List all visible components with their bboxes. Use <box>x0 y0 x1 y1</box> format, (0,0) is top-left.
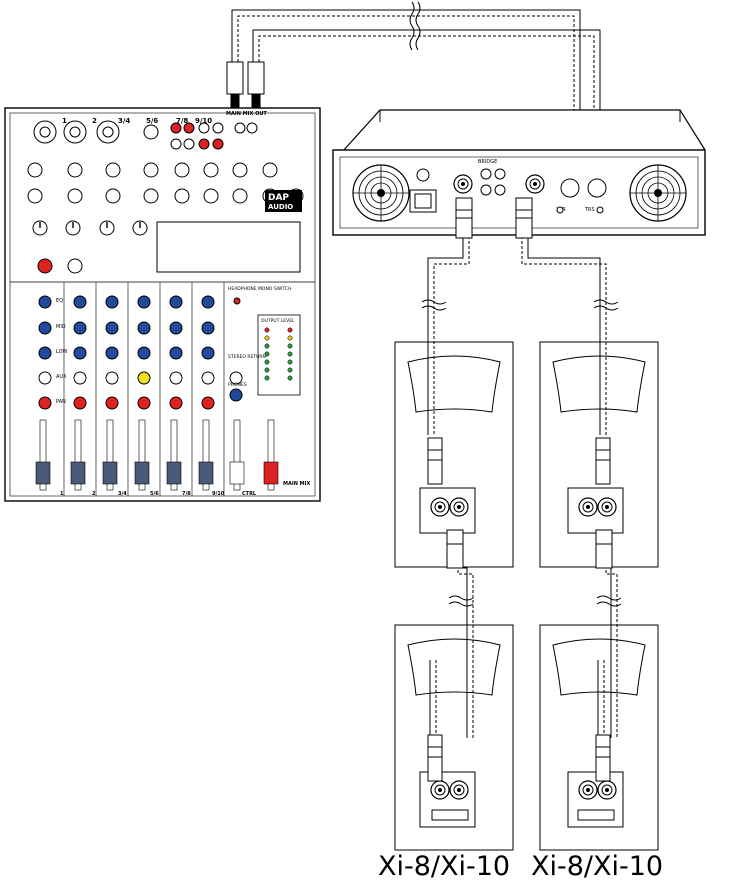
bridge-label: BRIDGE <box>478 159 497 165</box>
speaker-top-left <box>394 341 514 569</box>
top-label-6: 9/10 <box>195 117 212 125</box>
faders <box>35 419 279 491</box>
eq-knobs <box>38 295 243 410</box>
logo-bottom: AUDIO <box>268 203 293 211</box>
eq-label: EQ <box>56 298 63 304</box>
logo-top: DAP <box>268 193 289 203</box>
stereo-return-label: STEREO RETURN <box>228 354 266 360</box>
bottom-label-main: MAIN MIX <box>283 481 310 487</box>
aux-label: AUX <box>56 374 67 380</box>
phones-label: PHONES <box>228 382 247 388</box>
channel-bottom-labels: 1 2 3/4 5/6 7/8 9/10 CTRL MAIN MIX <box>60 481 310 497</box>
cable-break-marks <box>421 299 622 607</box>
mixer-to-amp-cables <box>231 1 601 118</box>
gain-knobs <box>32 220 148 274</box>
master-section: HEADPHONE MONO SWITCH OUTPUT LEVEL STERE… <box>228 286 301 396</box>
channel-strips <box>10 281 315 496</box>
bottom-label-5: 7/8 <box>182 491 191 497</box>
speaker-bottom-left <box>394 624 514 851</box>
bottom-label-3: 3/4 <box>118 491 127 497</box>
mixer-input-section <box>27 120 304 204</box>
mid-label: MID <box>56 324 66 330</box>
top-label-1: 1 <box>62 117 67 125</box>
speaker-bottom-right <box>539 624 659 851</box>
bottom-label-ctrl: CTRL <box>242 491 257 497</box>
speaker-cables <box>427 236 618 738</box>
low-label: LOW <box>56 349 68 355</box>
pan-label: PAN <box>56 399 66 405</box>
mixer: 1 2 3/4 5/6 7/8 9/10 MAIN MIX OUT DAP AU… <box>4 107 321 502</box>
speakon-plugs-amp <box>455 197 533 239</box>
caption-left: Xi-8/Xi-10 <box>378 851 510 882</box>
bottom-label-6: 9/10 <box>212 491 225 497</box>
mixer-channel-top-labels: 1 2 3/4 5/6 7/8 9/10 MAIN MIX OUT <box>62 111 267 125</box>
top-label-5: 7/8 <box>176 117 188 125</box>
output-level-label: OUTPUT LEVEL <box>261 318 295 324</box>
top-label-2: 2 <box>92 117 97 125</box>
top-label-4: 5/6 <box>146 117 158 125</box>
top-label-3: 3/4 <box>118 117 130 125</box>
master-section-title: HEADPHONE MONO SWITCH <box>228 286 291 292</box>
bottom-label-2: 2 <box>92 491 96 497</box>
bottom-label-1: 1 <box>60 491 64 497</box>
speaker-top-right <box>539 341 659 569</box>
dap-audio-logo: DAP AUDIO <box>265 190 302 212</box>
bottom-label-4: 5/6 <box>150 491 159 497</box>
main-mix-out-label: MAIN MIX OUT <box>226 111 267 117</box>
caption-right: Xi-8/Xi-10 <box>531 851 663 882</box>
trs-label: TRS <box>584 207 595 213</box>
eq-labels: EQ MID LOW AUX PAN <box>56 298 68 405</box>
jack-plugs-mixer <box>226 61 265 115</box>
